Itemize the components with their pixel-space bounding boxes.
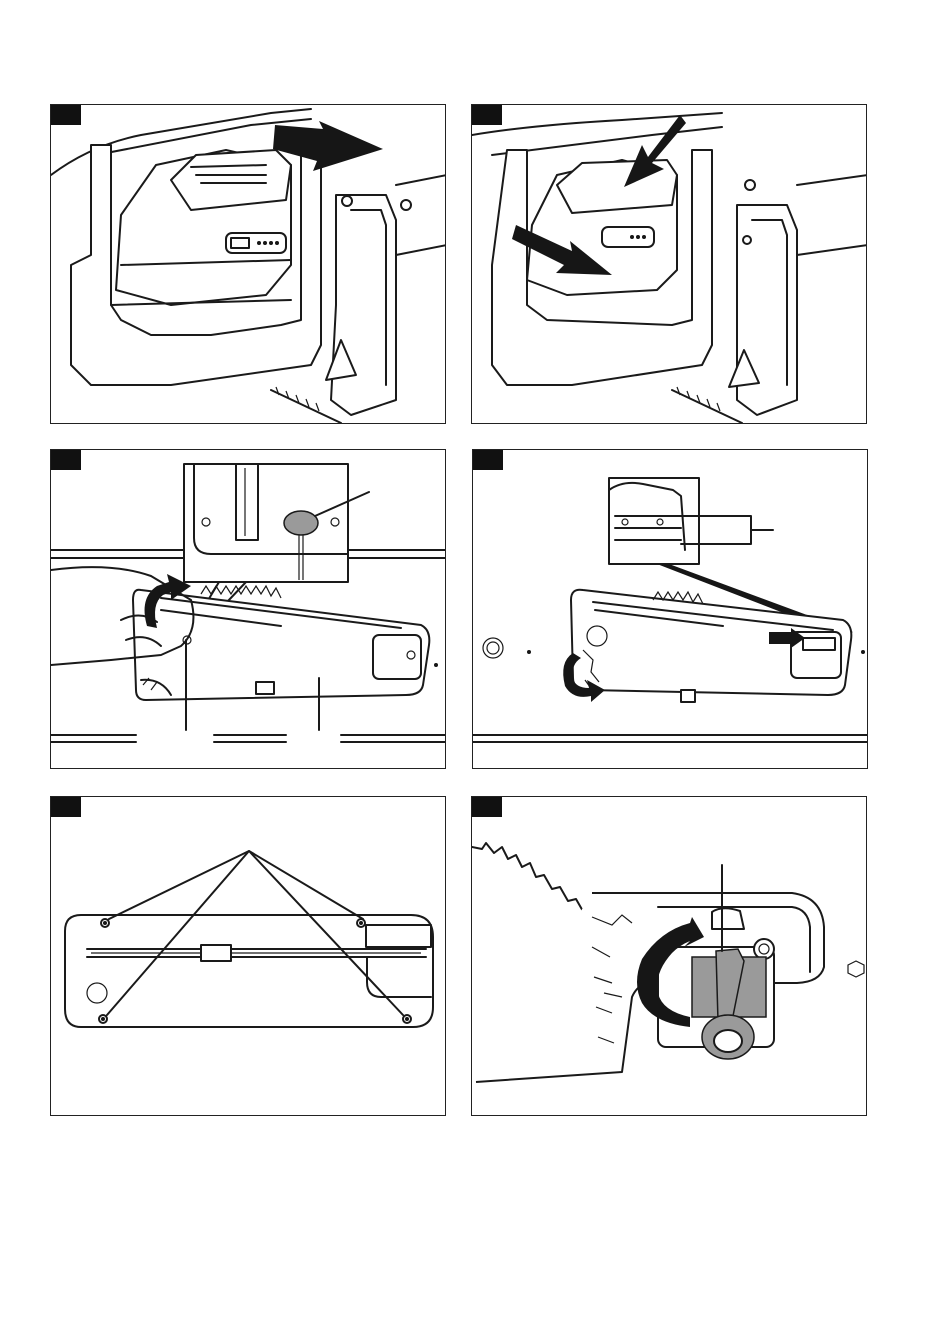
figure-panel-1: [50, 104, 446, 424]
figure-panel-5: [50, 796, 446, 1116]
figure-panel-3: [50, 449, 446, 769]
figure-panel-2: [471, 104, 867, 424]
throat-plate-tabs-illustration: [473, 450, 868, 769]
arbor-nut-wrench-illustration: [472, 797, 867, 1116]
battery-removal-illustration: [472, 105, 867, 424]
figure-panel-4: [472, 449, 868, 769]
throat-plate-screws-illustration: [51, 797, 446, 1116]
throat-plate-removal-illustration: [51, 450, 446, 769]
figure-panel-6: [471, 796, 867, 1116]
battery-insertion-illustration: [51, 105, 446, 424]
